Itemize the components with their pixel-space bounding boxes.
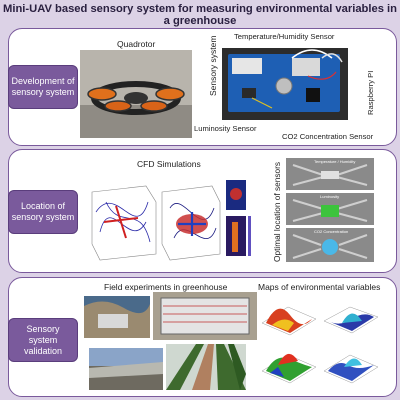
sensor-board-photo xyxy=(222,48,348,120)
label-sensory-system: Sensory system xyxy=(208,35,218,96)
field-photo-greenhouse-exterior xyxy=(89,348,163,390)
label-cfd: CFD Simulations xyxy=(137,159,201,169)
figure-title: Mini-UAV based sensory system for measur… xyxy=(3,3,397,27)
field-photo-greenhouse-roof xyxy=(153,292,257,340)
tag-development: Development of sensory system xyxy=(8,65,78,109)
label-co2: CO2 Concentration Sensor xyxy=(282,132,374,141)
card-temp-humidity-label: Temperature / Humidity xyxy=(314,159,356,164)
tag-validation: Sensory system validation xyxy=(8,318,78,362)
label-temp-humidity: Temperature/Humidity Sensor xyxy=(234,32,335,41)
tag-location: Location of sensory system xyxy=(8,190,78,234)
label-quadrotor: Quadrotor xyxy=(117,39,156,49)
optimal-location-cards xyxy=(283,155,377,265)
quadrotor-photo xyxy=(80,50,192,138)
cfd-simulation-plots xyxy=(86,172,252,266)
environmental-maps xyxy=(258,293,382,391)
field-photo-crop-rows xyxy=(166,344,246,390)
card-luminosity-label: Luminosity xyxy=(320,194,340,199)
label-maps: Maps of environmental variables xyxy=(258,282,381,292)
label-luminosity: Luminosity Sensor xyxy=(194,124,257,133)
label-optimal-location: Optimal location of sensors xyxy=(272,161,282,262)
label-field-experiments: Field experiments in greenhouse xyxy=(104,282,228,292)
label-raspberry-pi: Raspberry PI xyxy=(366,70,375,115)
card-co2-label: CO2 Concentration xyxy=(314,229,349,234)
field-photo-aerial xyxy=(84,296,150,338)
